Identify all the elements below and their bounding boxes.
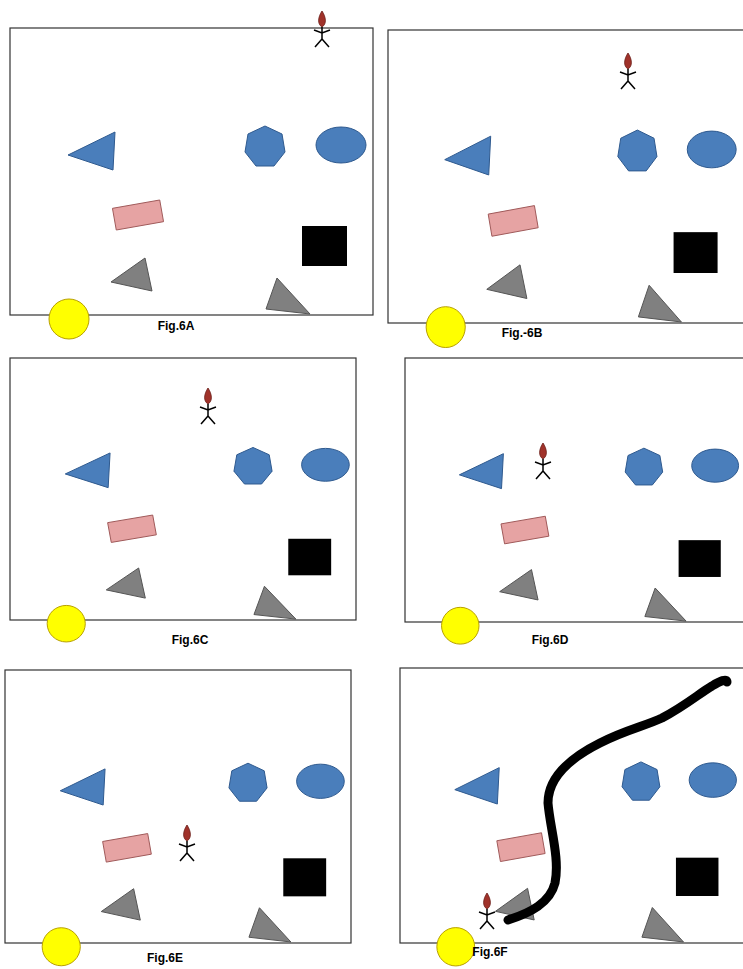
scene	[49, 126, 366, 339]
figure-caption: Fig.6F	[472, 946, 507, 958]
scene	[442, 448, 739, 644]
scene	[42, 763, 344, 966]
stick-figure	[620, 53, 636, 89]
figure-caption: Fig.6E	[147, 952, 183, 964]
scene	[47, 447, 349, 641]
scene	[426, 130, 736, 347]
panel-frame	[10, 358, 356, 620]
stick-figure	[200, 388, 216, 424]
figure-caption: Fig.6A	[158, 320, 195, 332]
stick-figure	[314, 11, 330, 47]
panel-frame	[10, 28, 373, 315]
stick-figure	[535, 443, 551, 479]
panel-frame	[5, 670, 351, 943]
figure-caption: Fig.-6B	[502, 327, 543, 339]
panel-frame	[400, 668, 743, 943]
panel-frame	[405, 358, 743, 622]
figure-caption: Fig.6C	[172, 634, 209, 646]
stick-figure	[179, 825, 195, 861]
drawn-path	[508, 680, 727, 920]
stick-figure	[479, 893, 495, 929]
scene	[437, 762, 737, 966]
figure-caption: Fig.6D	[532, 634, 569, 646]
panel-frame	[388, 30, 743, 323]
